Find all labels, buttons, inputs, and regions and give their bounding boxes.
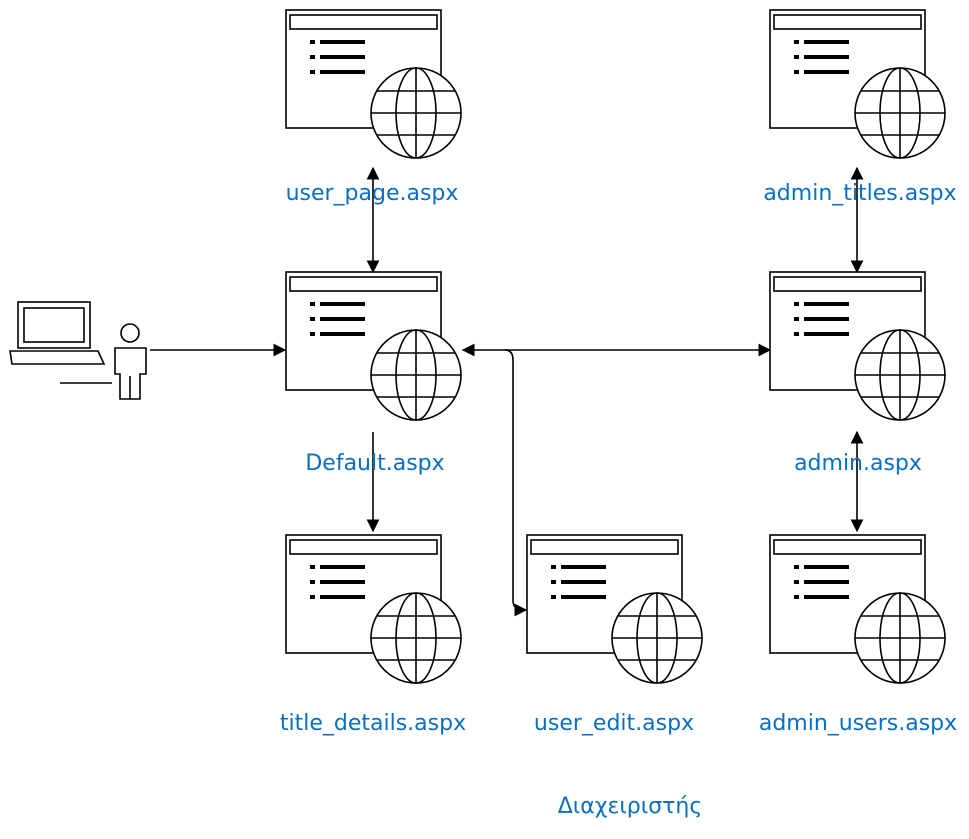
user-edit-icon (526, 534, 703, 684)
connectors (150, 166, 864, 617)
user-laptop-icon (9, 301, 147, 400)
admin-users-icon (769, 534, 946, 684)
admin-titles-label: admin_titles.aspx (763, 181, 956, 206)
user-page-label: user_page.aspx (286, 181, 459, 206)
default-label: Default.aspx (305, 451, 444, 476)
admin-page-icon (769, 271, 946, 421)
user-edit-label: user_edit.aspx (534, 711, 694, 736)
diagram-caption: Διαχειριστής (558, 794, 703, 819)
title-details-label: title_details.aspx (280, 711, 466, 736)
title-details-icon (285, 534, 462, 684)
admin-label: admin.aspx (794, 451, 922, 476)
default-page-icon (285, 271, 462, 421)
admin-users-label: admin_users.aspx (759, 711, 957, 736)
user-page-icon (285, 9, 462, 159)
admin-titles-icon (769, 9, 946, 159)
arrow-to-user-edit (504, 349, 528, 617)
